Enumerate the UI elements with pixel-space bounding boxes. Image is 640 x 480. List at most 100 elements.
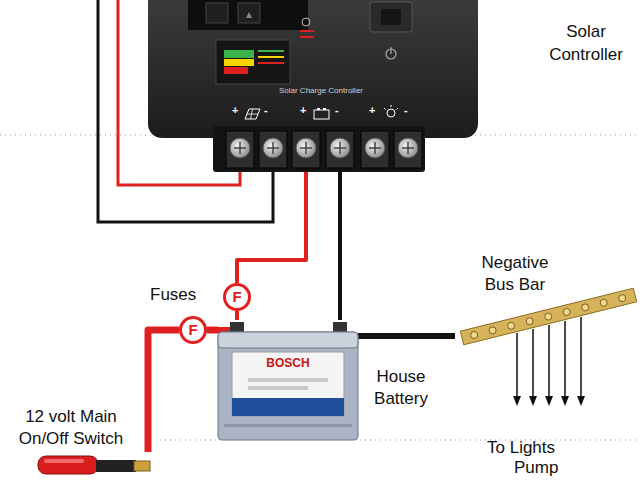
switch-stud (134, 461, 150, 471)
housing (148, 0, 478, 138)
bar-screw (508, 322, 515, 329)
bar-screw (582, 304, 589, 311)
terminal-screw (330, 138, 350, 158)
negative-wire (358, 333, 455, 339)
negative-bus-bar: Negative Bus Bar (455, 250, 640, 350)
power-icon (390, 47, 391, 54)
terminal-cell (361, 131, 389, 168)
battery-case (218, 320, 358, 440)
button (370, 2, 412, 32)
bar-screw (619, 295, 626, 302)
switch-knob (38, 456, 98, 474)
bulb-icon (391, 105, 392, 107)
battery-icon (323, 108, 326, 110)
terminal-screw (296, 138, 316, 158)
fuse-letter: F (223, 283, 251, 311)
main-switch: 12 volt Main On/Off Switch (30, 452, 160, 478)
led-mark (300, 30, 314, 32)
battery-icon (317, 108, 320, 110)
panel-icon (251, 109, 253, 119)
top-panel (188, 0, 308, 30)
label-band (232, 398, 344, 416)
terminal-sign: + (300, 104, 306, 117)
terminal-sign: + (369, 104, 375, 117)
terminal-sign: - (335, 104, 339, 117)
terminal-screw (398, 138, 418, 158)
house-battery: BOSCHHouse Battery (218, 320, 358, 440)
negative-wire (338, 172, 342, 320)
led-mark (300, 36, 314, 38)
controller-heading: Solar Controller (540, 20, 632, 66)
mid-bar (224, 59, 254, 66)
status-display (216, 40, 290, 84)
brass-bar (460, 288, 636, 345)
label-stripe (248, 386, 308, 390)
arrow-head (529, 396, 537, 406)
screw-slot (272, 142, 274, 154)
arrow-line (580, 317, 582, 398)
button-face (381, 9, 401, 25)
lid (218, 332, 358, 348)
arrow-icon (246, 12, 252, 18)
light-icon (302, 18, 310, 26)
full-bar (224, 50, 254, 58)
positive-wire (207, 327, 218, 334)
screw-slot (239, 142, 241, 154)
fuse: F (223, 283, 251, 311)
bar-screw (526, 318, 533, 325)
terminal-screw (263, 138, 283, 158)
case-rib (224, 424, 352, 427)
indicator (258, 56, 284, 58)
screw-slot (374, 142, 376, 154)
bar-screw (563, 309, 570, 316)
indicator (258, 62, 284, 64)
switch-cover (238, 3, 260, 23)
positive-wire (235, 311, 239, 320)
bar-screw (545, 313, 552, 320)
panel-icon (247, 114, 258, 115)
bulb-icon (397, 108, 399, 110)
fuse: F (179, 316, 207, 344)
bar-screw (489, 327, 496, 334)
fuses-label: Fuses (150, 285, 196, 305)
terminal-cell (326, 131, 354, 168)
screw-slot (407, 142, 409, 154)
low-bar (224, 67, 248, 74)
arrow-line (516, 333, 518, 398)
arrow-line (532, 329, 534, 398)
panel-icon (245, 109, 260, 119)
terminal-cell (292, 131, 320, 168)
arrow-line (548, 325, 550, 398)
terminal-cell (226, 131, 254, 168)
positive-wire (148, 330, 179, 452)
bus-bar-heading: Negative Bus Bar (467, 252, 563, 296)
terminal-sign: - (404, 104, 408, 117)
case (218, 332, 358, 440)
terminal-screw (230, 138, 250, 158)
arrow-head (513, 396, 521, 406)
terminal-sign: - (264, 104, 268, 117)
arrow-head (577, 396, 585, 406)
terminal-cell (394, 131, 422, 168)
load-label: Pump (514, 458, 558, 478)
screw-slot (305, 142, 307, 154)
terminal-screw (365, 138, 385, 158)
switch-cover (206, 3, 228, 23)
terminal-strip (213, 126, 425, 172)
battery-icon (314, 110, 329, 119)
terminal-sign: + (232, 104, 238, 117)
bar-screw (471, 332, 478, 339)
fuse-letter: F (179, 316, 207, 344)
arrow-head (545, 396, 553, 406)
switch-heading: 12 volt Main On/Off Switch (4, 406, 138, 450)
battery-heading: House Battery (364, 366, 438, 410)
switch-body (96, 460, 136, 472)
terminal-cell (259, 131, 287, 168)
indicator (258, 50, 284, 52)
bulb-icon (387, 109, 395, 117)
arrow-head (561, 396, 569, 406)
battery-brand: BOSCH (232, 355, 344, 371)
battery-switch (30, 452, 160, 478)
label-stripe (248, 378, 328, 382)
